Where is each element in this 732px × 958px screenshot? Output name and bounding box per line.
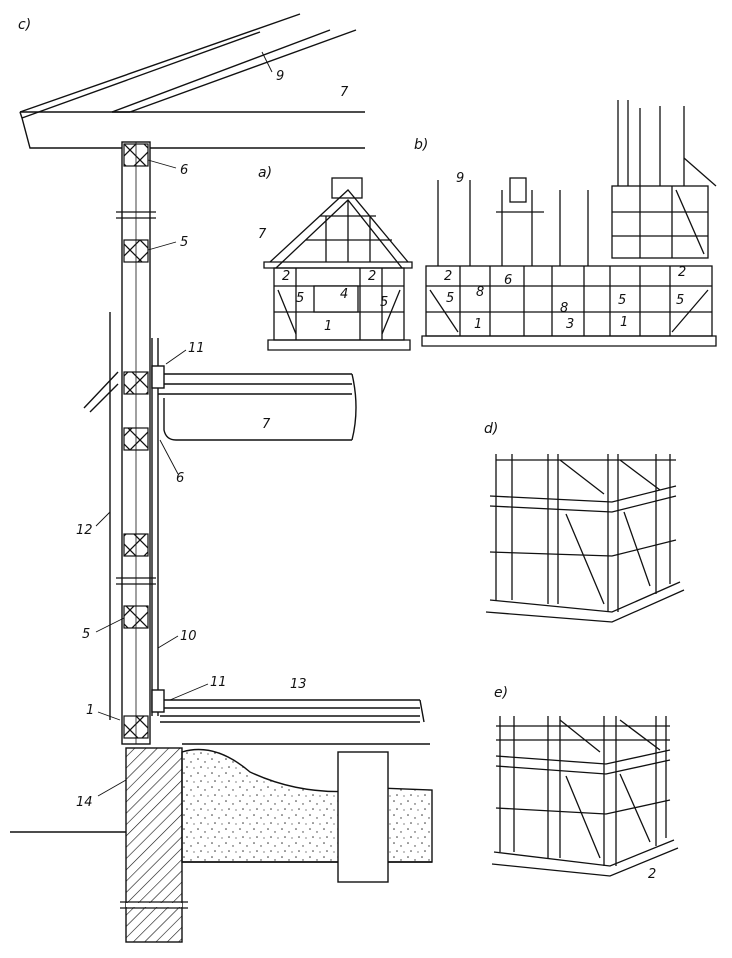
foundation <box>120 747 188 943</box>
part-number: 2 <box>678 265 687 280</box>
part-number: 5 <box>380 295 389 310</box>
panel-label-a: a) <box>258 165 273 181</box>
panel-label-b: b) <box>414 137 429 153</box>
part-number: 6 <box>176 471 185 486</box>
part-number: 11 <box>210 675 227 690</box>
part-number: 8 <box>560 301 569 316</box>
part-number: 6 <box>180 163 189 178</box>
part-number: 10 <box>180 629 197 644</box>
timber-sections <box>123 143 149 739</box>
part-number: 7 <box>258 227 267 242</box>
part-number: 7 <box>262 417 271 432</box>
part-number: 2 <box>368 269 377 284</box>
part-number: 7 <box>340 85 349 100</box>
part-number: 1 <box>620 315 629 330</box>
part-number: 13 <box>290 677 307 692</box>
part-number: 8 <box>476 285 485 300</box>
part-number: 5 <box>618 293 627 308</box>
part-number: 3 <box>566 317 575 332</box>
detail-e <box>491 716 679 877</box>
part-number: 5 <box>82 627 91 642</box>
roof-rafters <box>19 13 357 119</box>
panel-label-d: d) <box>484 421 499 437</box>
part-number: 4 <box>340 287 349 302</box>
section-c <box>10 13 433 943</box>
eaves-beam <box>19 111 365 149</box>
part-number: 9 <box>456 171 465 186</box>
panel-label-c: c) <box>18 17 32 33</box>
panel-label-e: e) <box>494 685 509 701</box>
leaders <box>95 51 273 797</box>
elevation-b <box>421 100 717 347</box>
part-number: 2 <box>648 867 657 882</box>
part-number: 5 <box>446 291 455 306</box>
part-number: 11 <box>188 341 205 356</box>
part-number: 14 <box>76 795 93 810</box>
part-number: 5 <box>676 293 685 308</box>
part-number: 9 <box>276 69 285 84</box>
lower-floor <box>151 689 425 723</box>
elevation-a <box>263 177 413 351</box>
part-number: 5 <box>180 235 189 250</box>
part-number: 2 <box>444 269 453 284</box>
part-number: 1 <box>86 703 95 718</box>
part-number: 2 <box>282 269 291 284</box>
part-number: 6 <box>504 273 513 288</box>
upper-floor <box>83 365 357 441</box>
pier <box>337 751 389 883</box>
part-number: 1 <box>324 319 333 334</box>
part-number: 1 <box>474 317 483 332</box>
part-number: 5 <box>296 291 305 306</box>
detail-d <box>485 454 685 623</box>
part-number: 12 <box>76 523 93 538</box>
